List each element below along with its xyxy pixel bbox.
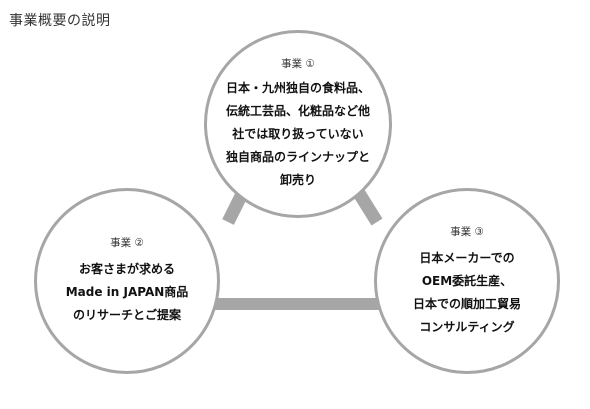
business-3-line: コンサルティング	[419, 319, 515, 334]
business-3-circle: 事業 ③ 日本メーカーでの OEM委託生産、 日本での順加工貿易 コンサルティン…	[374, 188, 560, 374]
business-2-line: のリサーチとご提案	[72, 308, 181, 322]
business-1-line: 独自商品のラインナップと	[225, 150, 370, 164]
business-3-line: OEM委託生産、	[421, 273, 513, 288]
business-1-description: 日本・九州独自の食料品、 伝統工芸品、化粧品など他 社では取り扱っていない 独自…	[226, 77, 370, 192]
business-3-line: 日本メーカーでの	[419, 250, 515, 265]
business-3-description: 日本メーカーでの OEM委託生産、 日本での順加工貿易 コンサルティング	[413, 247, 521, 339]
business-1-label: 事業 ①	[281, 58, 315, 70]
page-title: 事業概要の説明	[9, 13, 111, 29]
business-1-line: 日本・九州独自の食料品、	[225, 81, 370, 95]
business-2-description: お客さまが求める Made in JAPAN商品 のリサーチとご提案	[66, 258, 189, 327]
business-2-label: 事業 ②	[110, 237, 144, 249]
business-2-line: Made in JAPAN商品	[65, 285, 189, 299]
business-3-line: 日本での順加工貿易	[412, 296, 521, 311]
business-3-label: 事業 ③	[450, 225, 484, 238]
business-1-line: 社では取り扱っていない	[232, 127, 364, 141]
business-2-circle: 事業 ② お客さまが求める Made in JAPAN商品 のリサーチとご提案	[34, 188, 220, 374]
business-1-circle: 事業 ① 日本・九州独自の食料品、 伝統工芸品、化粧品など他 社では取り扱ってい…	[204, 30, 392, 218]
connector-1-3	[351, 186, 383, 226]
business-1-line: 卸売り	[279, 173, 316, 187]
business-1-line: 伝統工芸品、化粧品など他	[225, 104, 370, 118]
business-2-line: お客さまが求める	[78, 262, 175, 276]
